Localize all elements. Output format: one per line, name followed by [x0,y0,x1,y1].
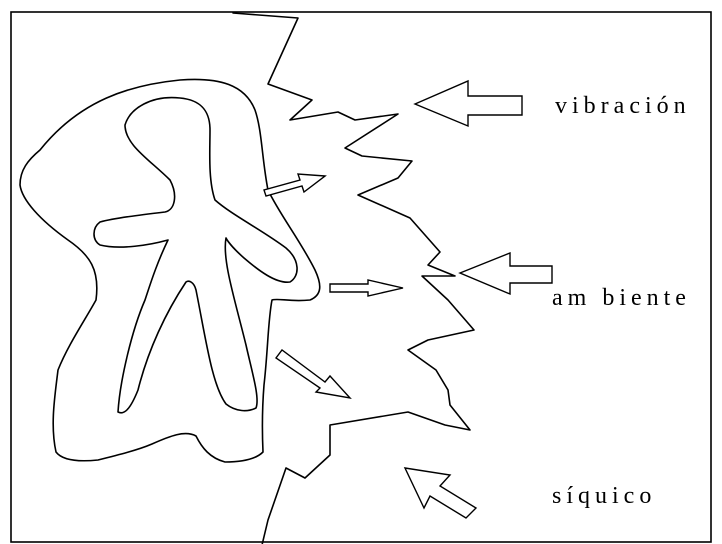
incoming-arrow-vibration [413,79,523,128]
diagram-frame [10,11,712,543]
incoming-arrow-psychic [403,467,478,519]
outgoing-arrow-upper [263,173,327,197]
outgoing-arrow-middle [329,279,404,297]
incoming-arrow-ambient [458,251,553,296]
body-figure [93,96,298,414]
label-psychic: síquico [552,483,656,509]
label-ambient: am biente [552,285,691,311]
outgoing-arrow-lower [275,349,352,400]
label-vibration: vibración [555,93,691,119]
vibration-boundary [232,12,475,544]
aura-outline [19,78,321,463]
